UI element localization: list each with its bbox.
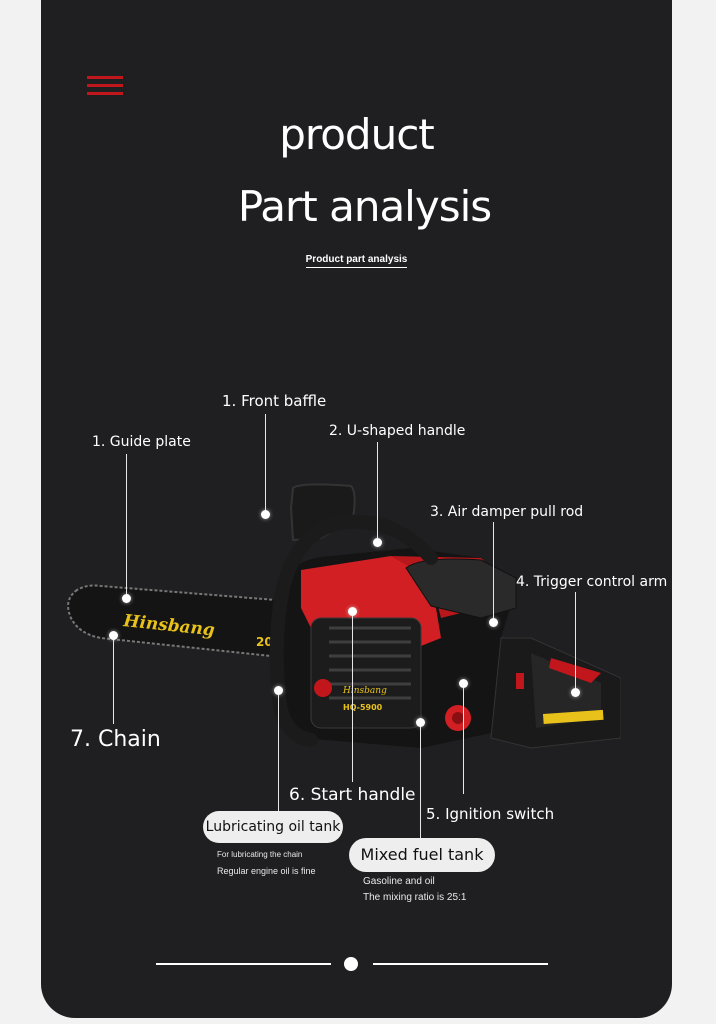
marker-u-handle <box>373 538 382 547</box>
page-title-line1: product <box>279 110 435 159</box>
marker-chain <box>109 631 118 640</box>
leader-guide-plate <box>126 454 127 598</box>
menu-icon[interactable] <box>87 76 123 98</box>
leader-trigger-arm <box>575 592 576 692</box>
fuel-tank-note-2: The mixing ratio is 25:1 <box>363 892 467 903</box>
subtitle-text: Product part analysis <box>305 254 408 268</box>
marker-air-damper <box>489 618 498 627</box>
fuel-tank-title: Mixed fuel tank <box>349 838 495 872</box>
marker-oil-tank <box>274 686 283 695</box>
marker-guide-plate <box>122 594 131 603</box>
label-guide-plate: 1. Guide plate <box>92 434 191 450</box>
label-start-handle: 6. Start handle <box>289 785 416 805</box>
leader-oil-tank <box>278 695 279 813</box>
leader-air-damper <box>493 522 494 622</box>
pager-line-right <box>373 963 548 965</box>
marker-trigger-arm <box>571 688 580 697</box>
label-front-baffle: 1. Front baffle <box>222 392 327 410</box>
leader-fuel-tank <box>420 727 421 839</box>
oil-tank-title: Lubricating oil tank <box>203 811 343 843</box>
bar-size-text: 20 <box>256 635 273 649</box>
marker-front-baffle <box>261 510 270 519</box>
label-trigger-arm: 4. Trigger control arm <box>516 574 668 590</box>
leader-chain <box>113 640 114 724</box>
marker-ignition <box>459 679 468 688</box>
leader-ignition <box>463 688 464 794</box>
marker-start-handle <box>348 607 357 616</box>
model-text: HQ-5900 <box>343 703 383 712</box>
pager-dot[interactable] <box>344 957 358 971</box>
leader-u-handle <box>377 442 378 542</box>
label-u-handle: 2. U-shaped handle <box>329 423 466 439</box>
page-subtitle: Product part analysis <box>41 254 672 268</box>
oil-tank-note-2: Regular engine oil is fine <box>217 866 316 876</box>
label-ignition: 5. Ignition switch <box>426 805 555 823</box>
label-chain: 7. Chain <box>70 727 161 752</box>
leader-start-handle <box>352 616 353 782</box>
marker-fuel-tank <box>416 718 425 727</box>
oil-tank-note-1: For lubricating the chain <box>217 850 303 859</box>
chainsaw-image: Hinsbang 20 Hinsbang HQ-5900 <box>67 483 621 749</box>
body-brand-text: Hinsbang <box>342 686 387 696</box>
leader-front-baffle <box>265 414 266 514</box>
label-air-damper: 3. Air damper pull rod <box>430 504 584 520</box>
pager-line-left <box>156 963 331 965</box>
fuel-tank-note-1: Gasoline and oil <box>363 876 435 887</box>
page-title-line2: Part analysis <box>237 182 492 231</box>
product-card: product Part analysis Product part analy… <box>41 0 672 1018</box>
